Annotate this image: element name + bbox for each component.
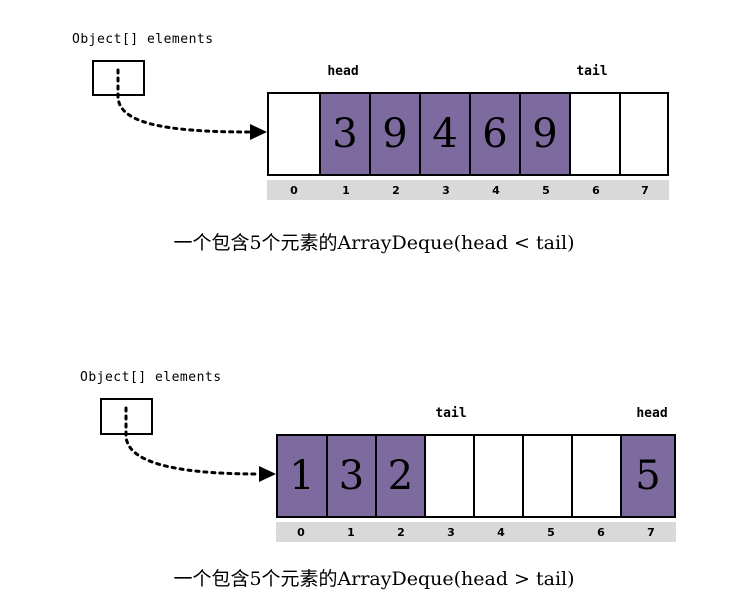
index-label: 0	[297, 525, 305, 539]
pointer-arrow-1	[116, 68, 267, 140]
index-label: 2	[397, 525, 405, 539]
array-cell[interactable]: 5	[622, 436, 674, 516]
array-cell[interactable]	[475, 436, 524, 516]
array-cells-2: 1 3 2 5	[276, 434, 676, 518]
pointer-arrow-2	[124, 406, 276, 482]
index-label: 5	[547, 525, 555, 539]
array-cell[interactable]: 2	[377, 436, 426, 516]
caption-1: 一个包含5个元素的ArrayDeque(head < tail)	[173, 232, 575, 254]
array-cell[interactable]: 9	[521, 94, 571, 174]
index-label: 7	[647, 525, 655, 539]
index-label: 7	[641, 183, 649, 197]
array-cell[interactable]: 6	[471, 94, 521, 174]
index-label: 4	[497, 525, 505, 539]
index-label: 3	[442, 183, 450, 197]
array-cell[interactable]	[573, 436, 622, 516]
array-cell[interactable]: 1	[278, 436, 328, 516]
pointer-label-head-1: head	[327, 64, 359, 79]
array-cell[interactable]: 9	[371, 94, 421, 174]
pointer-label-tail-1: tail	[576, 64, 608, 79]
index-label: 1	[347, 525, 355, 539]
diagram-head-greater-than-tail: Object[] elements tail head 1 3 2 5 0 1 …	[0, 306, 748, 612]
array-cell[interactable]	[571, 94, 621, 174]
index-strip-2: 0 1 2 3 4 5 6 7	[276, 522, 676, 542]
index-label: 4	[492, 183, 500, 197]
pointer-label-head-2: head	[636, 406, 668, 421]
array-cell[interactable]	[524, 436, 573, 516]
index-label: 5	[542, 183, 550, 197]
index-label: 6	[597, 525, 605, 539]
index-label: 2	[392, 183, 400, 197]
array-cells-1: 3 9 4 6 9	[267, 92, 669, 176]
array-cell[interactable]: 4	[421, 94, 471, 174]
diagram-head-less-than-tail: Object[] elements head tail 3 9 4 6 9 0 …	[72, 32, 669, 254]
index-label: 6	[592, 183, 600, 197]
index-strip-1: 0 1 2 3 4 5 6 7	[267, 180, 669, 200]
array-cell[interactable]	[269, 94, 321, 174]
array-1: 3 9 4 6 9 0 1 2 3 4 5 6 7	[267, 92, 669, 200]
array-cell[interactable]	[426, 436, 475, 516]
array-cell[interactable]	[621, 94, 665, 174]
pointer-label-tail-2: tail	[435, 406, 467, 421]
index-label: 3	[447, 525, 455, 539]
array-2: 1 3 2 5 0 1 2 3 4 5 6 7	[276, 434, 676, 542]
array-cell[interactable]: 3	[328, 436, 377, 516]
array-cell[interactable]: 3	[321, 94, 371, 174]
index-label: 0	[290, 183, 298, 197]
index-label: 1	[342, 183, 350, 197]
reference-label-1: Object[] elements	[72, 32, 214, 47]
caption-2: 一个包含5个元素的ArrayDeque(head > tail)	[173, 568, 575, 590]
reference-label-2: Object[] elements	[80, 370, 222, 385]
